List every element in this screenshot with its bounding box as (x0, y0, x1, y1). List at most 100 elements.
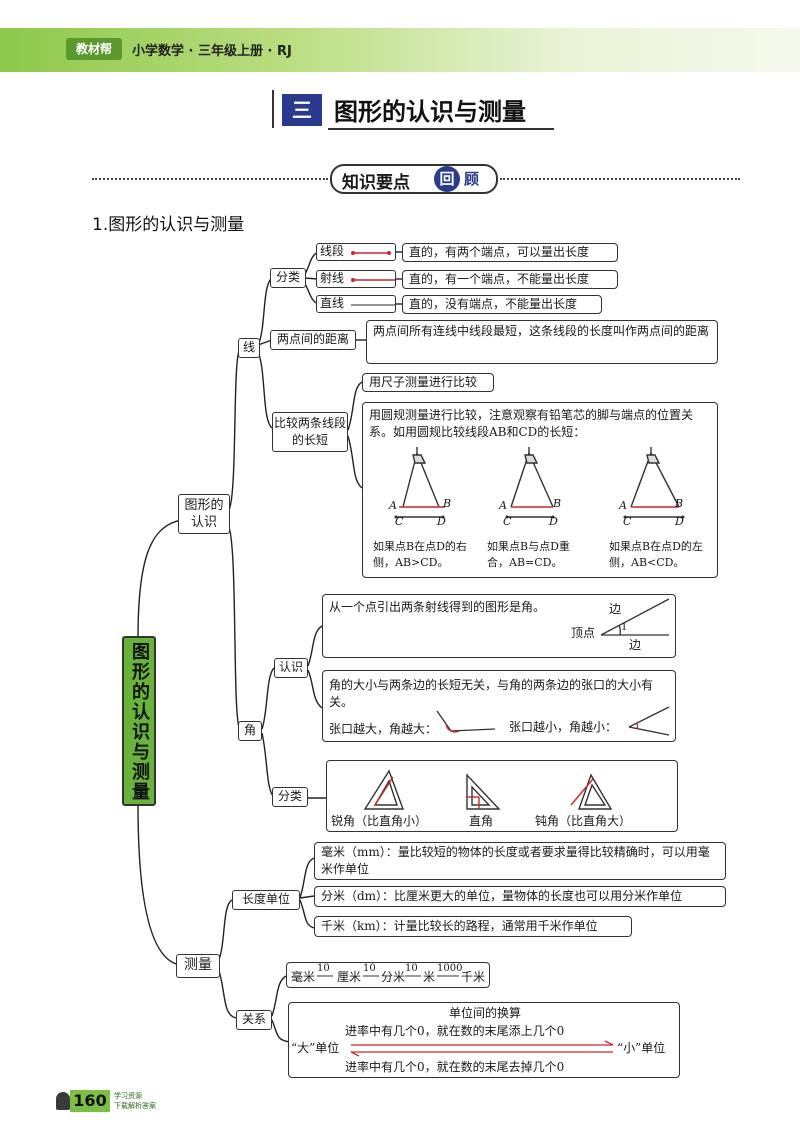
distance-desc: 两点间所有连线中线段最短，这条线段的长度叫作两点间的距离 (366, 320, 718, 364)
angle-side-top: 边 (609, 602, 622, 616)
fig3-label-d: D (675, 515, 684, 528)
unit-dm-box: 分米（dm）：比厘米更大的单位，量物体的长度也可以用分米作单位 (314, 886, 726, 907)
type-line-node: 直线 (316, 295, 396, 313)
chapter-title: 图形的认识与测量 (334, 98, 526, 126)
type-ray-desc: 直的，有一个端点，不能量出长度 (402, 270, 618, 289)
section-label-c2: 顾 (464, 170, 480, 188)
brand-tag: 教材帮 (66, 38, 122, 60)
fig3-label-a: A (619, 499, 627, 512)
big-unit-label: “大”单位 (291, 1041, 340, 1055)
type-line-desc: 直的，没有端点，不能量出长度 (402, 295, 602, 314)
fig2-label-d: D (549, 515, 558, 528)
type-ray-label: 射线 (320, 271, 345, 285)
set-square-figures (363, 769, 613, 810)
fig1-label-b: B (443, 497, 452, 510)
relation-node: 关系 (236, 1010, 272, 1030)
section-label-bg (330, 164, 498, 194)
chain-rate-1: 10 (317, 963, 330, 974)
angle-vertex-label: 顶点 (571, 626, 596, 640)
case-right-desc: 如果点B在点D的右侧，AB>CD。 (373, 540, 467, 569)
units-node: 长度单位 (232, 890, 300, 910)
distance-node: 两点间的距离 (270, 330, 356, 350)
angle-one-label: 1 (621, 622, 628, 633)
fig1-label-a: A (389, 499, 397, 512)
chain-unit-2: 厘米 (337, 970, 362, 984)
conversion-bottom-rule: 进率中有几个0，就在数的末尾去掉几个0 (345, 1060, 565, 1074)
segment-icon (351, 251, 391, 255)
unit-km-box: 千米（km）：计量比较长的路程，通常用千米作单位 (314, 916, 632, 937)
small-unit-label: “小”单位 (617, 1041, 666, 1055)
kind-right-label: 直角 (469, 814, 494, 828)
angle-node: 角 (238, 721, 262, 741)
conversion-box: 单位间的换算 进率中有几个0，就在数的末尾添上几个0 “大”单位 “小”单位 进… (288, 1002, 680, 1078)
type-segment-node: 线段 (316, 243, 396, 261)
compare-ruler-box: 用尺子测量进行比较 (362, 373, 494, 392)
angle-wide-text: 张口越大，角越大： (329, 722, 438, 736)
chain-unit-1: 毫米 (291, 970, 316, 984)
fig2-label-b: B (553, 497, 562, 510)
unit-chain-box: 毫米 10 厘米 10 分米 10 米 1000 千米 (286, 962, 490, 988)
kind-acute-label: 锐角（比直角小） (331, 814, 428, 828)
angle-definition-box: 从一个点引出两条射线得到的图形是角。 边 顶点 1 边 (322, 594, 676, 658)
angle-parts-diagram (600, 598, 670, 636)
fig2-label-c: C (503, 515, 512, 528)
chain-unit-4: 米 (423, 970, 436, 984)
section-divider-right (500, 178, 740, 180)
fig3-label-c: C (623, 515, 632, 528)
type-line-label: 直线 (320, 296, 345, 310)
chapter-number: 三 (282, 94, 322, 126)
branch-measure-node: 测量 (176, 954, 220, 978)
angle-side-bottom: 边 (629, 638, 642, 652)
fig3-label-b: B (675, 497, 684, 510)
chapter-title-underline (328, 128, 554, 130)
footer-note-1: 学习资源 (114, 1092, 142, 1100)
angle-size-diagrams (436, 706, 670, 736)
angle-size-text: 角的大小与两条边的长短无关，与角的两条边的张口的大小有关。 (329, 678, 654, 710)
chain-rate-3: 10 (405, 963, 418, 974)
chain-rate-bars (317, 975, 459, 977)
type-segment-desc: 直的，有两个端点，可以量出长度 (402, 243, 618, 262)
footer: 160 学习资源 下载解析答案 (56, 1090, 160, 1112)
angle-size-box: 角的大小与两条边的长短无关，与角的两条边的张口的大小有关。 张口越大，角越大： … (322, 670, 676, 742)
type-ray-node: 射线 (316, 270, 396, 288)
kind-obtuse-label: 钝角（比直角大） (535, 814, 632, 828)
fig1-label-c: C (395, 515, 404, 528)
line-icon (351, 304, 395, 306)
line-classify-node: 分类 (270, 268, 306, 288)
section-label-main: 知识要点 (342, 173, 410, 193)
angle-recognize-node: 认识 (274, 658, 308, 678)
root-node: 图形的认识与测量 (122, 636, 156, 806)
case-left-desc: 如果点B在点D的左侧，AB<CD。 (609, 540, 703, 569)
ray-icon (351, 278, 395, 282)
section-divider-left (92, 178, 328, 180)
conversion-title: 单位间的换算 (448, 1006, 521, 1020)
compare-compass-text: 用圆规测量进行比较，注意观察有铅笔芯的脚与端点的位置关系。如用圆规比较线段AB和… (369, 408, 694, 440)
subject-text: 小学数学 · 三年级上册 · RJ (132, 44, 292, 59)
chain-rate-2: 10 (363, 963, 376, 974)
section-label: 知识要点 回 顾 (330, 164, 500, 194)
topic-heading: 1.图形的认识与测量 (92, 215, 245, 235)
page-number-badge: 160 (70, 1090, 110, 1112)
angle-kinds-box: 锐角（比直角小） 直角 钝角（比直角大） (326, 760, 678, 832)
chapter-title-block: 三 图形的认识与测量 (272, 88, 556, 130)
header-green-band (0, 28, 800, 72)
angle-classify-node: 分类 (272, 787, 308, 807)
footer-note-2: 下载解析答案 (114, 1102, 156, 1110)
chain-unit-3: 分米 (381, 970, 406, 984)
compare-compass-box: 用圆规测量进行比较，注意观察有铅笔芯的脚与端点的位置关系。如用圆规比较线段AB和… (362, 402, 718, 578)
fig2-label-a: A (499, 499, 507, 512)
conversion-arrows (350, 1040, 614, 1057)
footer-mascot-icon (56, 1092, 70, 1110)
root-node-text: 图形的认识与测量 (129, 642, 150, 802)
angle-narrow-text: 张口越小，角越小： (509, 720, 618, 734)
branch-shape-node: 图形的认识 (178, 494, 230, 534)
conversion-top-rule: 进率中有几个0，就在数的末尾添上几个0 (345, 1024, 565, 1038)
compare-node: 比较两条线段的长短 (272, 412, 348, 452)
section-label-c1: 回 (434, 166, 460, 192)
header-bar: 教材帮 小学数学 · 三年级上册 · RJ (0, 28, 800, 72)
compass-figures (394, 447, 685, 519)
chain-rate-4: 1000 (437, 963, 463, 974)
line-node: 线 (238, 338, 260, 358)
angle-definition-text: 从一个点引出两条射线得到的图形是角。 (329, 600, 546, 614)
chapter-title-left-border (272, 90, 274, 128)
